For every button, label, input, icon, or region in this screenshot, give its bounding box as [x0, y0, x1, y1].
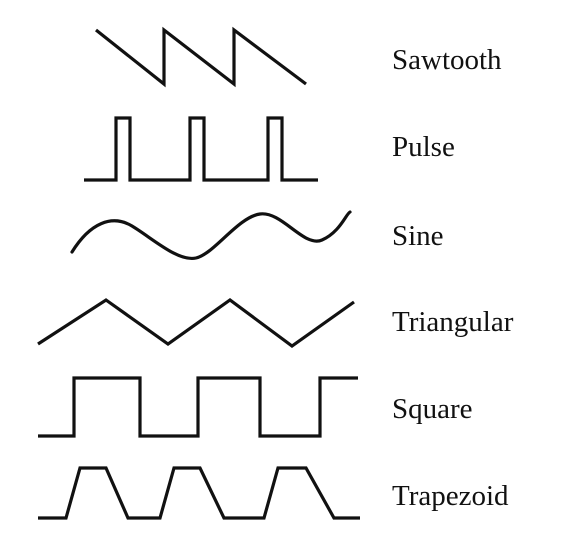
triangular-label: Triangular — [392, 306, 514, 338]
triangular-wave — [37, 298, 355, 348]
sawtooth-label: Sawtooth — [392, 44, 502, 76]
pulse-wave — [84, 116, 318, 182]
trapezoid-label: Trapezoid — [392, 480, 509, 512]
pulse-label: Pulse — [392, 131, 455, 163]
square-wave — [38, 376, 358, 438]
sine-wave — [70, 210, 352, 260]
trapezoid-wave — [38, 466, 360, 520]
sawtooth-wave — [95, 26, 307, 88]
square-label: Square — [392, 393, 473, 425]
sine-label: Sine — [392, 220, 444, 252]
